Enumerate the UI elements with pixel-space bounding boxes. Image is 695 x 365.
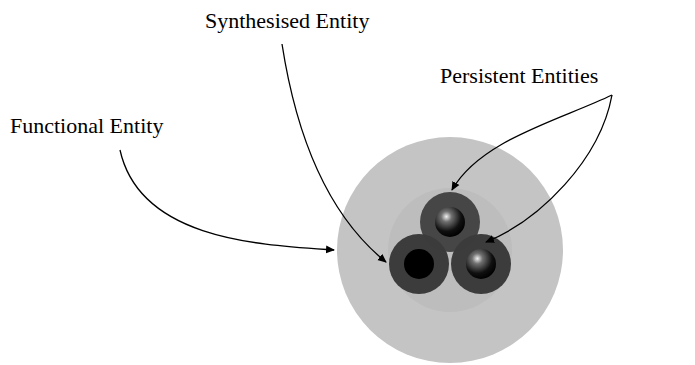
- leader-arrow: [452, 95, 612, 190]
- leader-arrow: [282, 44, 386, 262]
- leader-arrow: [486, 95, 612, 242]
- persistent-sphere: [466, 249, 496, 279]
- callout-label: Functional Entity: [10, 113, 163, 139]
- leader-arrow: [120, 150, 334, 250]
- synthesised-core: [404, 249, 434, 279]
- persistent-sphere: [435, 207, 465, 237]
- inner-halo: [388, 188, 512, 312]
- callout-label: Persistent Entities: [440, 63, 598, 89]
- entity-ring: [420, 192, 480, 252]
- callout-label: Synthesised Entity: [205, 8, 369, 34]
- functional-circle: [337, 137, 563, 363]
